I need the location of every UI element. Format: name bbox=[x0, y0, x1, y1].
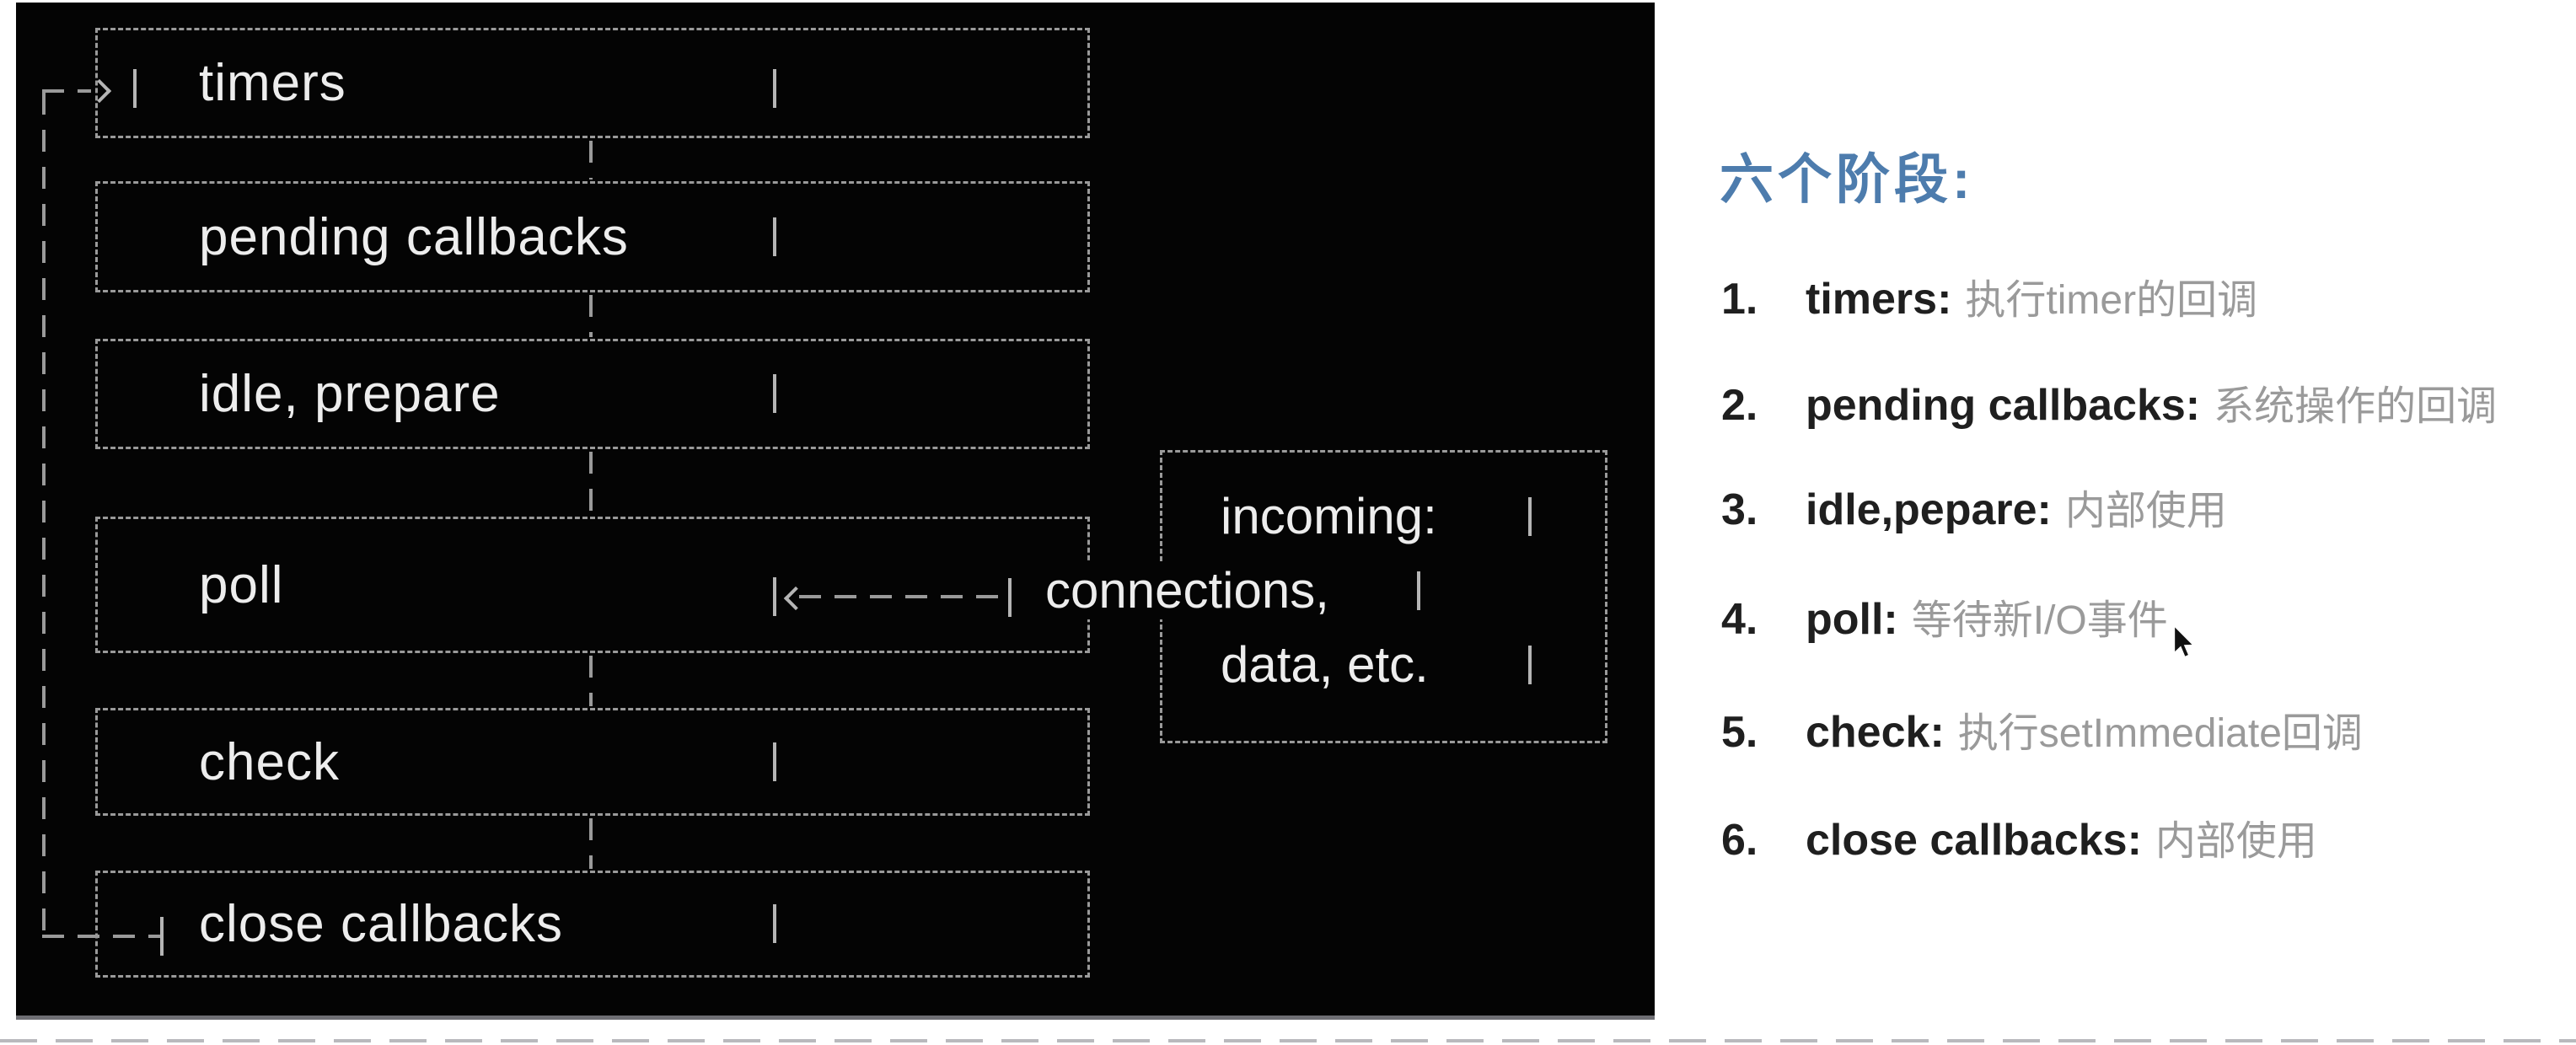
phase-note-item: 5. check: 执行setImmediate回调 bbox=[1721, 699, 2363, 758]
bottom-dashed-line bbox=[0, 1039, 2576, 1042]
tick-mark bbox=[1528, 497, 1532, 536]
note-number: 5. bbox=[1721, 708, 1758, 757]
phase-note-item: 3. idle,pepare: 内部使用 bbox=[1721, 477, 2227, 536]
note-label: poll: bbox=[1806, 595, 1898, 644]
box-connector bbox=[589, 818, 593, 869]
incoming-line: data, etc. bbox=[1214, 635, 1436, 694]
tick-mark bbox=[133, 69, 137, 108]
tick-mark bbox=[160, 917, 164, 956]
phase-box-poll: poll bbox=[95, 517, 1090, 653]
loop-line-vertical bbox=[42, 93, 46, 938]
tick-mark bbox=[773, 742, 776, 781]
tick-mark bbox=[1417, 571, 1420, 610]
phase-label: poll bbox=[199, 555, 284, 614]
tick-mark bbox=[773, 217, 776, 256]
note-desc: 等待新I/O事件 bbox=[1911, 598, 2168, 643]
note-label: check: bbox=[1806, 708, 1945, 757]
phase-note-item: 2. pending callbacks: 系统操作的回调 bbox=[1721, 372, 2497, 431]
note-label: close callbacks: bbox=[1806, 816, 2142, 865]
incoming-arrow-line bbox=[799, 595, 1008, 598]
box-connector bbox=[589, 656, 593, 706]
phase-label: pending callbacks bbox=[199, 207, 629, 266]
note-desc: 执行timer的回调 bbox=[1965, 278, 2258, 323]
phase-label: timers bbox=[199, 54, 346, 112]
note-number: 3. bbox=[1721, 485, 1758, 534]
phase-label: close callbacks bbox=[199, 895, 563, 953]
phase-note-item: 1. timers: 执行timer的回调 bbox=[1721, 266, 2257, 325]
phase-note-item: 4. poll: 等待新I/O事件 bbox=[1721, 587, 2168, 646]
tick-mark bbox=[1528, 646, 1532, 684]
tick-mark bbox=[773, 577, 776, 616]
phase-box-close-callbacks: close callbacks bbox=[95, 871, 1090, 978]
loop-line-top bbox=[42, 89, 91, 93]
phase-box-timers: timers bbox=[95, 28, 1090, 138]
tick-mark bbox=[773, 374, 776, 413]
left-margin-strip bbox=[0, 0, 16, 1045]
phase-label: check bbox=[199, 732, 340, 791]
note-label: idle,pepare: bbox=[1806, 485, 2052, 534]
incoming-line: connections, bbox=[1038, 561, 1336, 619]
note-desc: 执行setImmediate回调 bbox=[1957, 711, 2363, 756]
note-number: 1. bbox=[1721, 275, 1758, 324]
note-desc: 内部使用 bbox=[2064, 489, 2227, 533]
tick-mark bbox=[1008, 578, 1012, 617]
note-label: pending callbacks: bbox=[1806, 381, 2201, 430]
phase-note-item: 6. close callbacks: 内部使用 bbox=[1721, 807, 2317, 866]
tick-mark bbox=[773, 904, 776, 943]
note-desc: 系统操作的回调 bbox=[2214, 384, 2498, 429]
incoming-line: incoming: bbox=[1214, 487, 1444, 545]
phase-box-idle-prepare: idle, prepare bbox=[95, 339, 1090, 449]
note-number: 6. bbox=[1721, 816, 1758, 865]
box-connector bbox=[589, 295, 593, 337]
note-number: 4. bbox=[1721, 595, 1758, 644]
note-desc: 内部使用 bbox=[2155, 819, 2317, 864]
loop-line-bottom bbox=[42, 935, 160, 938]
box-connector bbox=[589, 141, 593, 180]
phase-label: idle, prepare bbox=[199, 365, 501, 423]
note-number: 2. bbox=[1721, 381, 1758, 430]
phases-heading: 六个阶段: bbox=[1720, 149, 1975, 210]
box-connector bbox=[589, 452, 593, 515]
tick-mark bbox=[773, 69, 776, 108]
mouse-cursor-icon bbox=[2171, 623, 2202, 665]
phase-box-pending-callbacks: pending callbacks bbox=[95, 181, 1090, 292]
phase-box-check: check bbox=[95, 708, 1090, 816]
note-label: timers: bbox=[1806, 275, 1952, 324]
